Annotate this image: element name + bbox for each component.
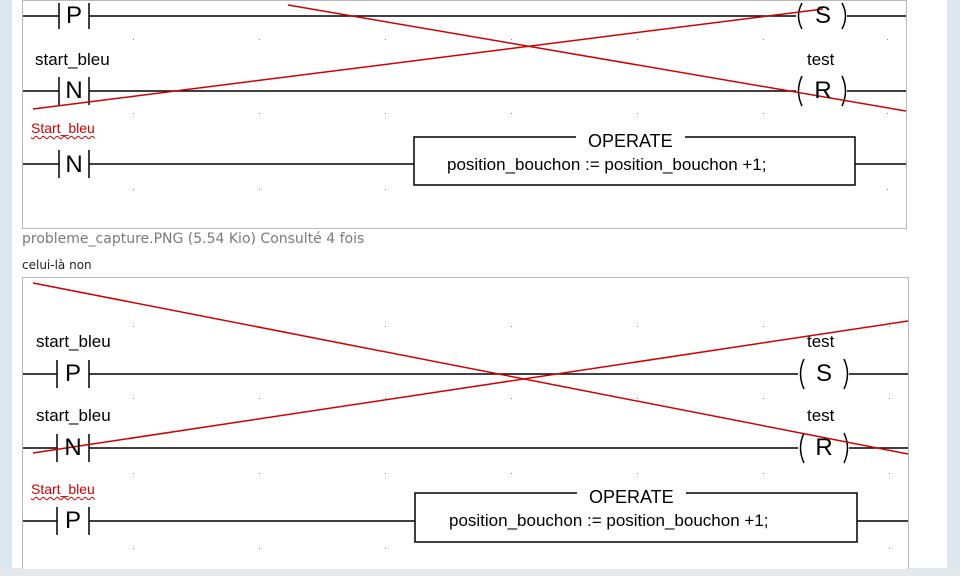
variable-label: start_bleu bbox=[35, 50, 110, 69]
contact-letter: N bbox=[64, 434, 82, 461]
ladder-diagram-image-top[interactable]: P S start_bleu test N R Start_bleu N OPE… bbox=[22, 0, 907, 229]
coil-letter: R bbox=[814, 77, 832, 104]
coil-variable-label: test bbox=[807, 332, 835, 351]
red-cross-top bbox=[32, 4, 906, 112]
contact-letter: N bbox=[65, 151, 83, 178]
ladder-diagram-image-bottom[interactable]: start_bleu test P S start_bleu test N R … bbox=[22, 277, 909, 569]
contact-letter: N bbox=[65, 77, 83, 104]
attachment-caption[interactable]: probleme_capture.PNG (5.54 Kio) Consulté… bbox=[22, 231, 365, 247]
coil-letter: S bbox=[814, 2, 831, 29]
bottom-bar bbox=[0, 568, 960, 576]
variable-label: start_bleu bbox=[36, 406, 111, 425]
contact-letter: P bbox=[65, 2, 82, 29]
contact-letter: P bbox=[64, 507, 81, 534]
operate-block-code: position_bouchon := position_bouchon +1; bbox=[447, 155, 767, 174]
variable-label: start_bleu bbox=[36, 332, 111, 351]
rung-1 bbox=[23, 358, 908, 390]
coil-letter: R bbox=[815, 434, 833, 461]
ladder-diagram-drawing-top bbox=[23, 2, 906, 190]
rung-1 bbox=[23, 2, 906, 30]
right-gutter bbox=[947, 0, 960, 568]
rung-2 bbox=[23, 432, 908, 464]
coil-variable-label: test bbox=[807, 50, 835, 69]
operate-block-code: position_bouchon := position_bouchon +1; bbox=[449, 511, 769, 530]
operate-block-title: OPERATE bbox=[576, 132, 685, 150]
operate-block-title: OPERATE bbox=[577, 488, 686, 506]
coil-letter: S bbox=[815, 360, 832, 387]
rung-2 bbox=[23, 75, 906, 107]
coil-variable-label: test bbox=[807, 406, 835, 425]
post-note: celui-là non bbox=[22, 258, 92, 272]
misspelled-variable-label: Start_bleu bbox=[29, 480, 97, 500]
misspelled-variable-label: Start_bleu bbox=[29, 119, 97, 139]
contact-letter: P bbox=[64, 360, 81, 387]
red-cross-bottom bbox=[32, 282, 908, 455]
